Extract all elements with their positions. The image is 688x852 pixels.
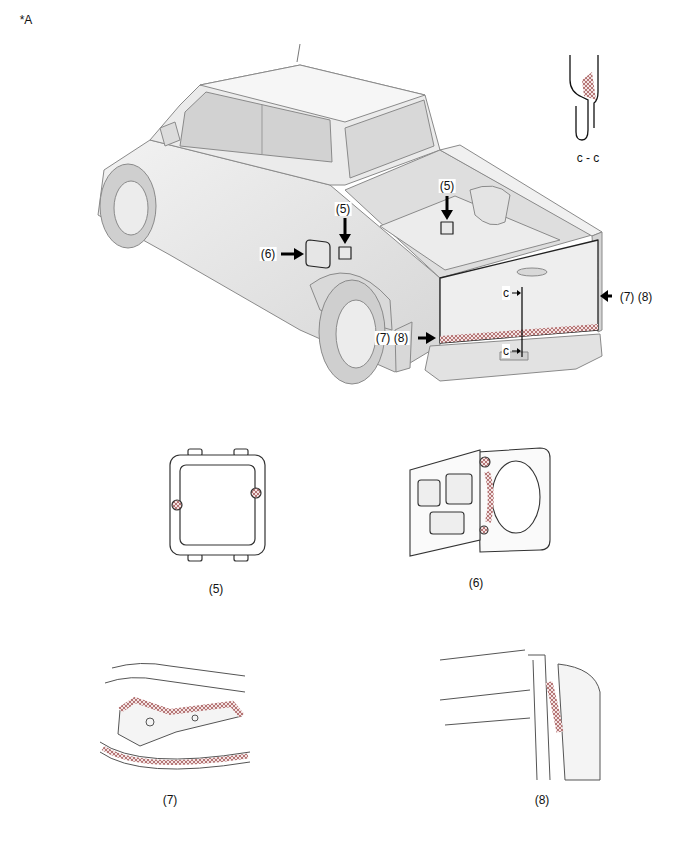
callout-number: (5): [439, 179, 456, 193]
section-label: c - c: [576, 151, 601, 165]
section-mark: c: [502, 344, 510, 358]
callout-number: (6): [260, 247, 277, 261]
callout-number: (7) (8): [619, 290, 654, 304]
callout-number: (8): [534, 793, 551, 807]
section-mark: c: [502, 286, 510, 300]
callout-number: (7) (8): [375, 331, 410, 345]
callout-number: (5): [335, 202, 352, 216]
callout-number: (6): [468, 576, 485, 590]
callout-number: (7): [162, 793, 179, 807]
figure-id: *A: [19, 13, 34, 27]
callout-number: (5): [208, 582, 225, 596]
